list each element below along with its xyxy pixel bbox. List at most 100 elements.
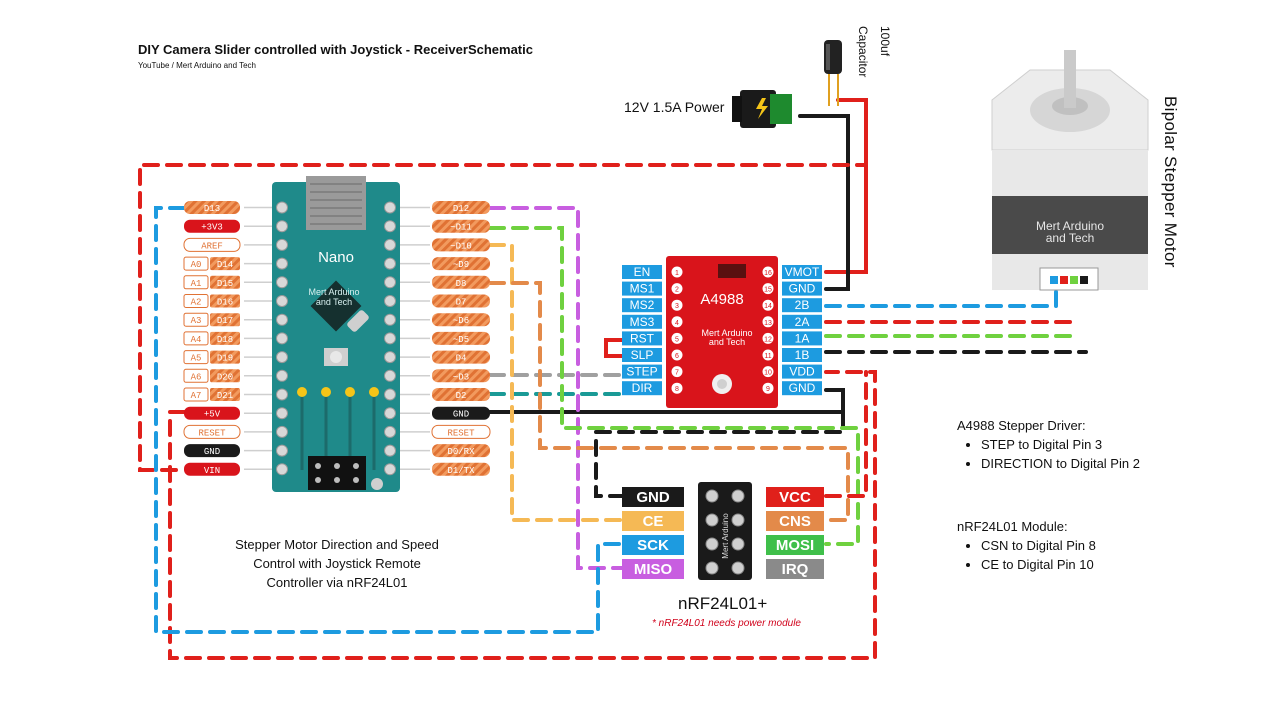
nano-pin-label: RESET: [198, 428, 226, 438]
nano-pin-d6: ~D6: [400, 313, 490, 327]
nano-header-hole: [276, 332, 288, 345]
nano-header-hole: [384, 407, 396, 420]
driver-notes-title: A4988 Stepper Driver:: [957, 418, 1086, 433]
d11-mosi-wire: [488, 226, 860, 546]
nrf-pin-label: IRQ: [782, 561, 809, 578]
nano-pin-d1tx: D1/TX: [400, 462, 490, 476]
nano-header-hole: [384, 295, 396, 307]
nano-pin-d10: ~D10: [400, 238, 490, 252]
nano-header-hole: [276, 276, 288, 289]
nrf-pin-label: GND: [636, 489, 670, 506]
nrf-brand: Mert Arduino: [721, 513, 730, 559]
power-label: 12V 1.5A Power: [624, 99, 725, 115]
driver-brand-line-2: and Tech: [709, 337, 745, 347]
nano-pin-label: D19: [217, 354, 233, 364]
driver-pin-label: VMOT: [785, 265, 820, 279]
nrf-pin-label: VCC: [779, 489, 811, 506]
driver-pin-number: 14: [764, 303, 772, 310]
nano-pin-label: ~D5: [453, 335, 469, 345]
driver-name: A4988: [700, 291, 743, 308]
description: Stepper Motor Direction and Speed Contro…: [222, 535, 452, 592]
coil-2b-wire: [824, 288, 1058, 308]
capacitor-label-line-1: 100uf: [878, 26, 892, 57]
driver-pin-number: 1: [675, 270, 679, 277]
driver-pin-number: 13: [764, 320, 772, 327]
driver-pin-label: GND: [789, 381, 816, 395]
nano-pin-prefix: A6: [191, 372, 202, 382]
nano-pin-d12: D12: [400, 201, 490, 214]
nano-header-hole: [384, 257, 396, 270]
nrf-note-item: CSN to Digital Pin 8: [981, 536, 1096, 555]
nano-header-hole: [276, 444, 288, 457]
nano-pin-label: D21: [217, 391, 233, 401]
wires: [138, 98, 1088, 660]
nano-pin-d2: D2: [400, 388, 490, 401]
nrf-pin-label: MISO: [634, 561, 673, 578]
nano-pin-d0rx: D0/RX: [400, 444, 490, 458]
d8-cns-wire: [488, 281, 850, 522]
nano-pin-label: D4: [456, 354, 467, 364]
capacitor-label: 100uf Capacitor: [852, 26, 896, 77]
nano-pin-label: ~D10: [450, 241, 472, 251]
nano-pin-d5: ~D5: [400, 331, 490, 345]
nano-header-hole: [384, 313, 396, 326]
nano-pin-3v3: +3V3: [184, 219, 272, 233]
nano-pin-label: D16: [217, 298, 233, 308]
nano-pin-prefix: A7: [191, 391, 202, 401]
description-line-2: Control with Joystick Remote: [253, 556, 421, 571]
nrf-right-pins: VCC CNS MOSI IRQ: [766, 487, 824, 579]
driver-pin-label: RST: [630, 331, 655, 345]
nano-pin-label: +5V: [204, 410, 221, 420]
nano-pin-label: D0/RX: [447, 447, 475, 457]
nano-header-hole: [276, 388, 288, 401]
nrf-pin-label: CNS: [779, 513, 811, 530]
nrf-notes: nRF24L01 Module: CSN to Digital Pin 8 CE…: [957, 517, 1096, 574]
nrf-module: Mert Arduino: [698, 482, 752, 580]
nano-pin-label: D2: [456, 391, 467, 401]
nano-pin-d13: D13: [184, 201, 272, 214]
nano-pin-label: D8: [456, 279, 467, 289]
nano-pin-label: GND: [204, 447, 220, 457]
nrf-pin-gnd: GND: [622, 487, 684, 507]
nano-header-hole: [276, 257, 288, 270]
motor-brand-line-2: and Tech: [1045, 231, 1095, 245]
nano-brand-line-1: Mert Arduino: [308, 287, 359, 297]
nano-pin-reset: RESET: [400, 424, 491, 439]
d10-ce-wire: [488, 243, 624, 522]
nano-header-hole: [276, 369, 288, 382]
nano-header-hole: [276, 463, 288, 476]
nrf-gnd-wire: [594, 410, 845, 498]
nano-pin-label: D12: [453, 204, 469, 214]
nano-pin-label: RESET: [447, 428, 475, 438]
nano-pin-label: AREF: [201, 241, 223, 251]
nrf-title: nRF24L01+: [678, 594, 768, 613]
driver-pin-number: 12: [764, 336, 772, 343]
driver-note-item: STEP to Digital Pin 3: [981, 435, 1140, 454]
nano-header-hole: [276, 425, 288, 438]
nano-header-hole: [276, 313, 288, 326]
nano-pin-reset: RESET: [183, 424, 272, 439]
nano-pin-prefix: A2: [191, 298, 202, 308]
driver-pin-label: GND: [789, 282, 816, 296]
nano-pin-label: D7: [456, 298, 467, 308]
driver-pin-number: 6: [675, 353, 679, 360]
nrf-pin-miso: MISO: [622, 559, 684, 579]
nrf-pin-mosi: MOSI: [766, 535, 824, 555]
vdd-red-wire: [168, 370, 877, 660]
capacitor-label-line-2: Capacitor: [856, 26, 870, 78]
nrf-pin-sck: SCK: [622, 535, 684, 555]
driver-pin-label: 1B: [795, 348, 810, 362]
driver-pin-label: STEP: [626, 365, 657, 379]
arduino-nano: Nano Mert Arduino and Tech: [272, 176, 400, 492]
driver-pin-number: 4: [675, 320, 679, 327]
